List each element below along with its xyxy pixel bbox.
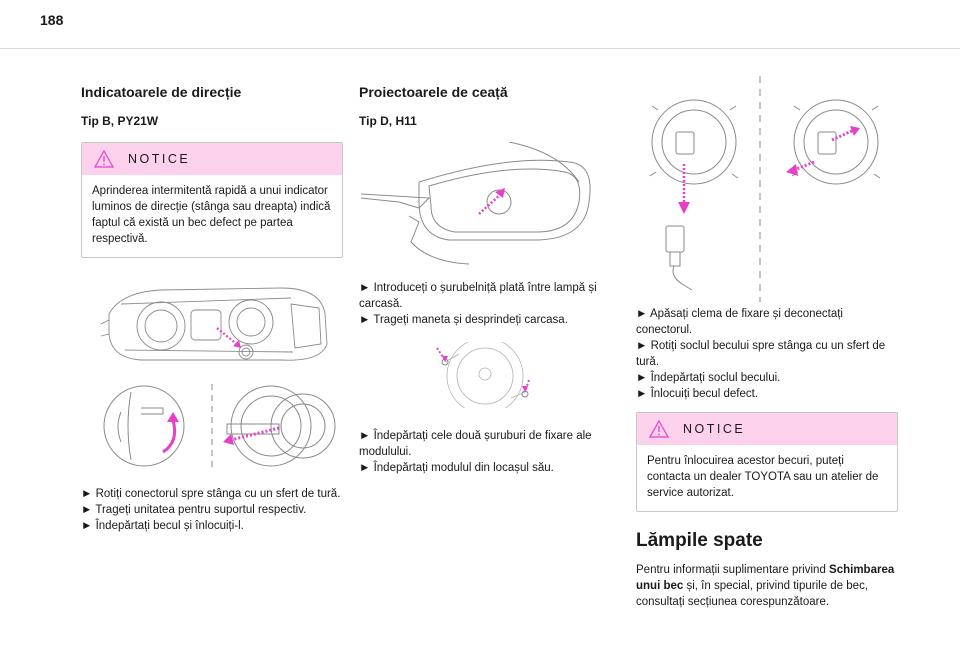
column-bulb-replace: ► Apăsați clema de fixare și deconectați… [636,76,898,610]
step-3: ► Îndepărtați becul și înlocuiți-l. [81,520,244,532]
rear-text-part-2: și, în special, privind tipurile de bec,… [636,580,869,608]
column-turn-indicators: Indicatoarele de direcție Tip B, PY21W N… [81,62,343,534]
steps-list-1: ► Rotiți conectorul spre stânga cu un sf… [81,486,343,534]
rear-text-part-1: Pentru informații suplimentare privind [636,564,826,576]
socket-rotation-illustration [103,384,336,468]
step-remove-screws: ► Îndepărtați cele două șuruburi de fixa… [359,430,592,458]
step-rotate-socket: ► Rotiți soclul becului spre stânga cu u… [636,340,886,368]
notice-box-2: NOTICE Pentru înlocuirea acestor becuri,… [636,412,898,512]
fog-lamp-cover-illustration [360,142,591,265]
rear-lamps-text: Pentru informații suplimentare privind S… [636,562,898,610]
top-rule [0,48,960,49]
step-remove-module: ► Îndepărtați modulul din locașul său. [359,462,554,474]
step-1: ► Rotiți conectorul spre stânga cu un sf… [81,488,341,500]
notice-text: Aprinderea intermitentă rapidă a unui in… [92,185,331,245]
warning-icon [94,150,114,168]
section-title-rear-lamps: Lămpile spate [636,530,763,551]
step-pull-lever: ► Trageți maneta și desprindeți carcasa. [359,314,568,326]
section-title-fog-lamps: Proiectoarele de ceață [359,84,508,100]
step-press-clip: ► Apăsați clema de fixare și deconectați… [636,308,843,336]
step-remove-socket: ► Îndepărtați soclul becului. [636,372,781,384]
steps-list-2a: ► Introduceți o șurubelniță plată între … [359,280,621,328]
notice-header: NOTICE [637,413,897,445]
subtitle-type-b: Tip B, PY21W [81,114,159,128]
section-title-turn-indicators: Indicatoarele de direcție [81,84,242,100]
connector-bulb-illustration [649,76,881,302]
notice-text: Pentru înlocuirea acestor becuri, puteți… [647,455,879,499]
notice-title: NOTICE [128,152,191,166]
steps-list-2b: ► Îndepărtați cele două șuruburi de fixa… [359,428,621,476]
subtitle-type-d: Tip D, H11 [359,114,417,128]
notice-header: NOTICE [82,143,342,175]
rear-text-bold: Schimbarea unui bec [636,564,895,592]
fog-lamp-module-illustration [436,342,530,408]
steps-list-3: ► Apăsați clema de fixare și deconectați… [636,306,898,402]
warning-icon [649,420,669,438]
step-replace-bulb: ► Înlocuiți becul defect. [636,388,758,400]
step-insert-screwdriver: ► Introduceți o șurubelniță plată între … [359,282,597,310]
notice-title: NOTICE [683,422,746,436]
column-fog-lamps: Proiectoarele de ceață Tip D, H11 ► Intr… [359,62,621,476]
step-2: ► Trageți unitatea pentru suportul respe… [81,504,307,516]
notice-box-1: NOTICE Aprinderea intermitentă rapidă a … [81,142,343,258]
page-number: 188 [40,12,64,28]
headlamp-assembly-illustration [100,287,328,361]
